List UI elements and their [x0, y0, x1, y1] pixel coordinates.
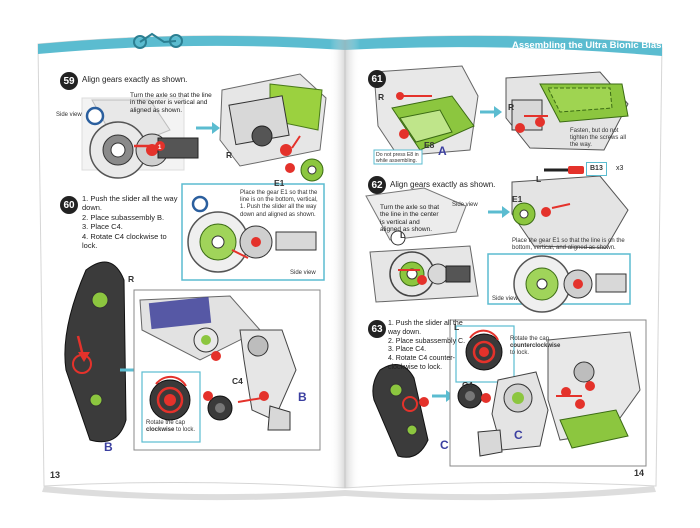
page-number-left: 13 [50, 470, 61, 480]
step59-title: Align gears exactly as shown. [82, 75, 188, 84]
step62-title: Align gears exactly as shown. [390, 180, 496, 189]
step60-illustration [64, 261, 142, 443]
step60-item-1: 1. Push the slider all the way down. [82, 194, 178, 213]
step63-rotate-note: Rotate the cap counterclockwise to lock. [510, 336, 560, 358]
step59-side-view-label2: Side view [290, 270, 316, 276]
step59-callout: Place the gear E1 so that the line is on… [240, 190, 318, 218]
step62-instruction: Turn the axle so that the line in the ce… [380, 204, 440, 234]
step62-side-view-label: Side view [452, 202, 478, 208]
step63-c4-label: C4 [462, 380, 473, 390]
step63-rotate-note-3: to lock. [510, 350, 530, 357]
step60-rotate-note: Rotate the cap clockwise to lock. [146, 420, 200, 434]
step61-b13-label: B13 [590, 165, 603, 172]
step63-item-4: 4. Rotate C4 counter-clockwise to lock. [388, 355, 455, 371]
step61-number: 61 [368, 70, 386, 88]
step62-illustration [365, 175, 629, 303]
step60-letter-b: B [104, 440, 113, 454]
page-number-right: 14 [634, 468, 645, 478]
step61-r-label: R [378, 92, 385, 102]
step60-item-4: 4. Rotate C4 clockwise to lock. [82, 231, 167, 250]
step61-b13-count: x3 [616, 165, 624, 172]
step60-instructions-list: 1. Push the slider all the way down. 2. … [82, 194, 182, 250]
step60-rotate-note-3: to lock. [176, 427, 196, 434]
step62-side-view-label2: Side view [492, 296, 518, 302]
step60-rotate-note-1: Rotate the cap [146, 420, 186, 426]
step59-part-label: E1 [274, 178, 285, 188]
step61-e8-label: E8 [424, 140, 435, 150]
step60-letter-b2: B [298, 390, 307, 404]
step61-illustration [373, 65, 629, 174]
step62-number: 62 [368, 176, 386, 194]
svg-text:1: 1 [158, 145, 162, 151]
step59-number: 59 [60, 72, 78, 90]
step61-note: Do not press E8 in while assembling. [376, 152, 419, 165]
step60-item-2: 2. Place subassembly B. [82, 212, 165, 222]
step63-rotate-note-1: Rotate the cap [510, 336, 550, 342]
step59-callout-illustration [187, 195, 317, 273]
step59-illustration: 1 [81, 73, 327, 182]
step59-side-view-label: Side view [56, 112, 82, 118]
step61-r-label2: R [508, 102, 515, 112]
step60-c4-label: C4 [232, 376, 243, 386]
step63-item-3: 3. Place C4. [388, 346, 427, 354]
step60-item-3: 3. Place C4. [82, 222, 123, 232]
page-header-title: Assembling the Ultra Bionic Blaster [512, 40, 674, 51]
step62-l-label: L [400, 230, 406, 240]
step60-number: 60 [60, 196, 78, 214]
step62-callout: Place the gear E1 so that the line is on… [512, 238, 625, 252]
step61-letter-a: A [438, 144, 447, 158]
step63-l-label: L [454, 322, 460, 332]
step63-instructions-list: 1. Push the slider all the way down. 2. … [388, 320, 470, 373]
step63-box-illustration [455, 325, 641, 457]
step62-part-label: E1 [512, 194, 523, 204]
step63-number: 63 [368, 320, 386, 338]
step60-r-label: R [128, 274, 135, 284]
step63-letter-c: C [440, 438, 449, 452]
step60-box-illustration [139, 295, 297, 443]
step62-callout-illustration [513, 255, 627, 313]
step63-item-2: 2. Place subassembly C. [388, 337, 466, 345]
step61-fasten-note: Fasten, but do not tighten the screws al… [570, 128, 627, 149]
step63-letter-c2: C [514, 428, 523, 442]
step63-rotate-note-2: counterclockwise [510, 343, 561, 350]
step59-r-label: R [226, 150, 233, 160]
step60-rotate-note-2: clockwise [146, 427, 175, 434]
step62-l-label2: L [536, 174, 542, 184]
step63-illustration [372, 364, 454, 458]
step59-instruction: Turn the axle so that the line in the ce… [130, 92, 212, 114]
step61-b13-badge: B13 [586, 162, 607, 177]
gear-logo-icon [133, 32, 183, 49]
step63-item-1: 1. Push the slider all the way down. [388, 320, 463, 336]
